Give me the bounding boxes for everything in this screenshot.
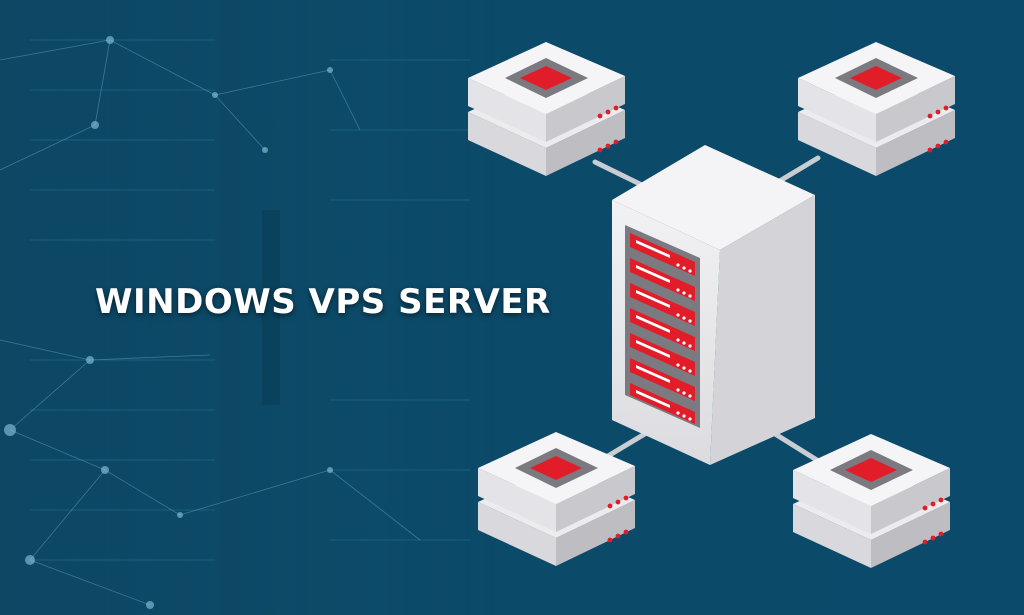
server-node-top-right: [798, 42, 955, 176]
headline: WINDOWS VPS SERVER: [95, 282, 551, 322]
network-mesh: [0, 39, 421, 606]
rack-lines: [30, 39, 470, 561]
drive-bay-slots: [636, 240, 670, 408]
rack-background: [0, 0, 560, 615]
drive-bay-leds: [676, 263, 692, 421]
tower-server: [612, 145, 815, 465]
server-node-top-left: [468, 42, 625, 176]
server-node-bottom-right: [793, 434, 950, 568]
network-nodes: [4, 36, 333, 609]
